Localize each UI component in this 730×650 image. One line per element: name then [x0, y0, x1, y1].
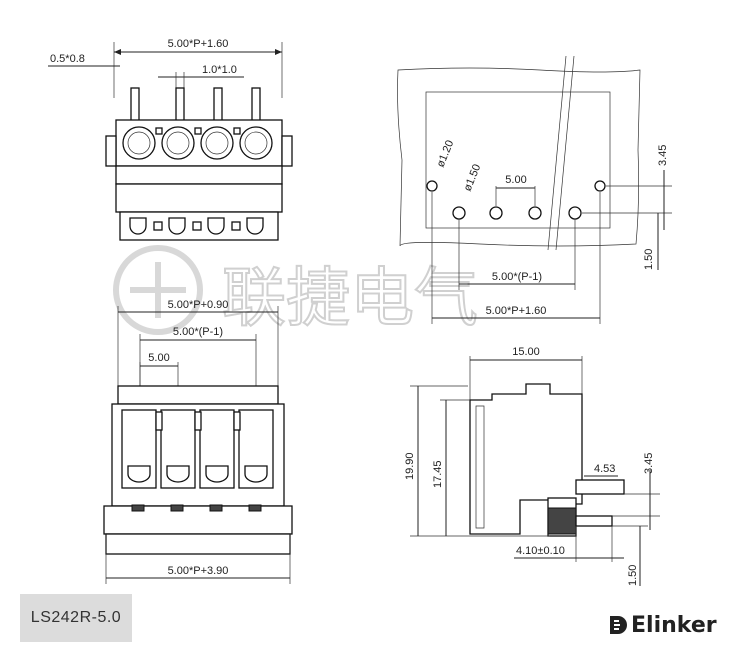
pcb-layout: ø1.20 ø1.50 5.00 5.00*(P-1) 5.00*P+1.60 … [397, 55, 672, 324]
side-pin-offset-label: 4.53 [594, 463, 615, 475]
top-overall-width-label: 5.00*P+1.60 [168, 38, 229, 50]
side-pin-upper [575, 479, 625, 495]
pin-section-label: 0.5*0.8 [50, 53, 85, 65]
pcb-pitch-span-label: 5.00*(P-1) [492, 271, 542, 283]
wire-entries [122, 126, 273, 160]
release-slots [129, 217, 264, 235]
hole-large-label: ø1.50 [462, 163, 484, 194]
side-pin-height-label: 3.45 [643, 453, 655, 474]
model-label: LS242R-5.0 [20, 594, 132, 642]
side-height-inner-label: 17.45 [432, 460, 444, 488]
front-width-inner-label: 5.00*P+0.90 [168, 299, 229, 311]
side-depth-label: 15.00 [512, 346, 540, 358]
side-pin-lower [575, 515, 613, 527]
side-view: 15.00 19.90 17.45 4.53 3.45 4.10±0.10 1.… [404, 346, 660, 586]
pcb-outline [397, 67, 641, 247]
brand-mark-icon [610, 616, 627, 634]
side-height-label: 19.90 [404, 452, 416, 480]
hole-small-label: ø1.20 [435, 139, 457, 170]
side-pin-bottom-label: 1.50 [627, 565, 639, 586]
pcb-offset-side-label: 1.50 [643, 249, 655, 270]
watermark-logo-icon [113, 245, 203, 335]
watermark-text: 联捷电气 [222, 262, 478, 336]
front-pin-slots [131, 504, 262, 512]
top-view: 5.00*P+1.60 0.5*0.8 1.0*1.0 [48, 38, 293, 241]
side-pin-length-label: 4.10±0.10 [516, 545, 565, 557]
brand-logo: Elinker [608, 611, 717, 639]
watermark-cross-icon [130, 262, 186, 318]
watermark: 联捷电气 [113, 245, 479, 337]
front-pitch-span-label: 5.00*(P-1) [173, 326, 223, 338]
front-view: 5.00*P+0.90 5.00*(P-1) 5.00 [103, 299, 293, 584]
front-cavities [121, 409, 274, 489]
pcb-pitch-label: 5.00 [505, 174, 526, 186]
top-pins [130, 87, 261, 123]
pcb-offset-top-label: 3.45 [657, 145, 669, 166]
side-body [469, 383, 583, 535]
pcb-holes [426, 180, 606, 220]
front-pitch-label: 5.00 [148, 352, 169, 364]
pin-spacing-label: 1.0*1.0 [202, 64, 237, 76]
front-overall-width-label: 5.00*P+3.90 [168, 565, 229, 577]
pcb-overall-label: 5.00*P+1.60 [486, 305, 547, 317]
brand-name: Elinker [631, 612, 717, 638]
